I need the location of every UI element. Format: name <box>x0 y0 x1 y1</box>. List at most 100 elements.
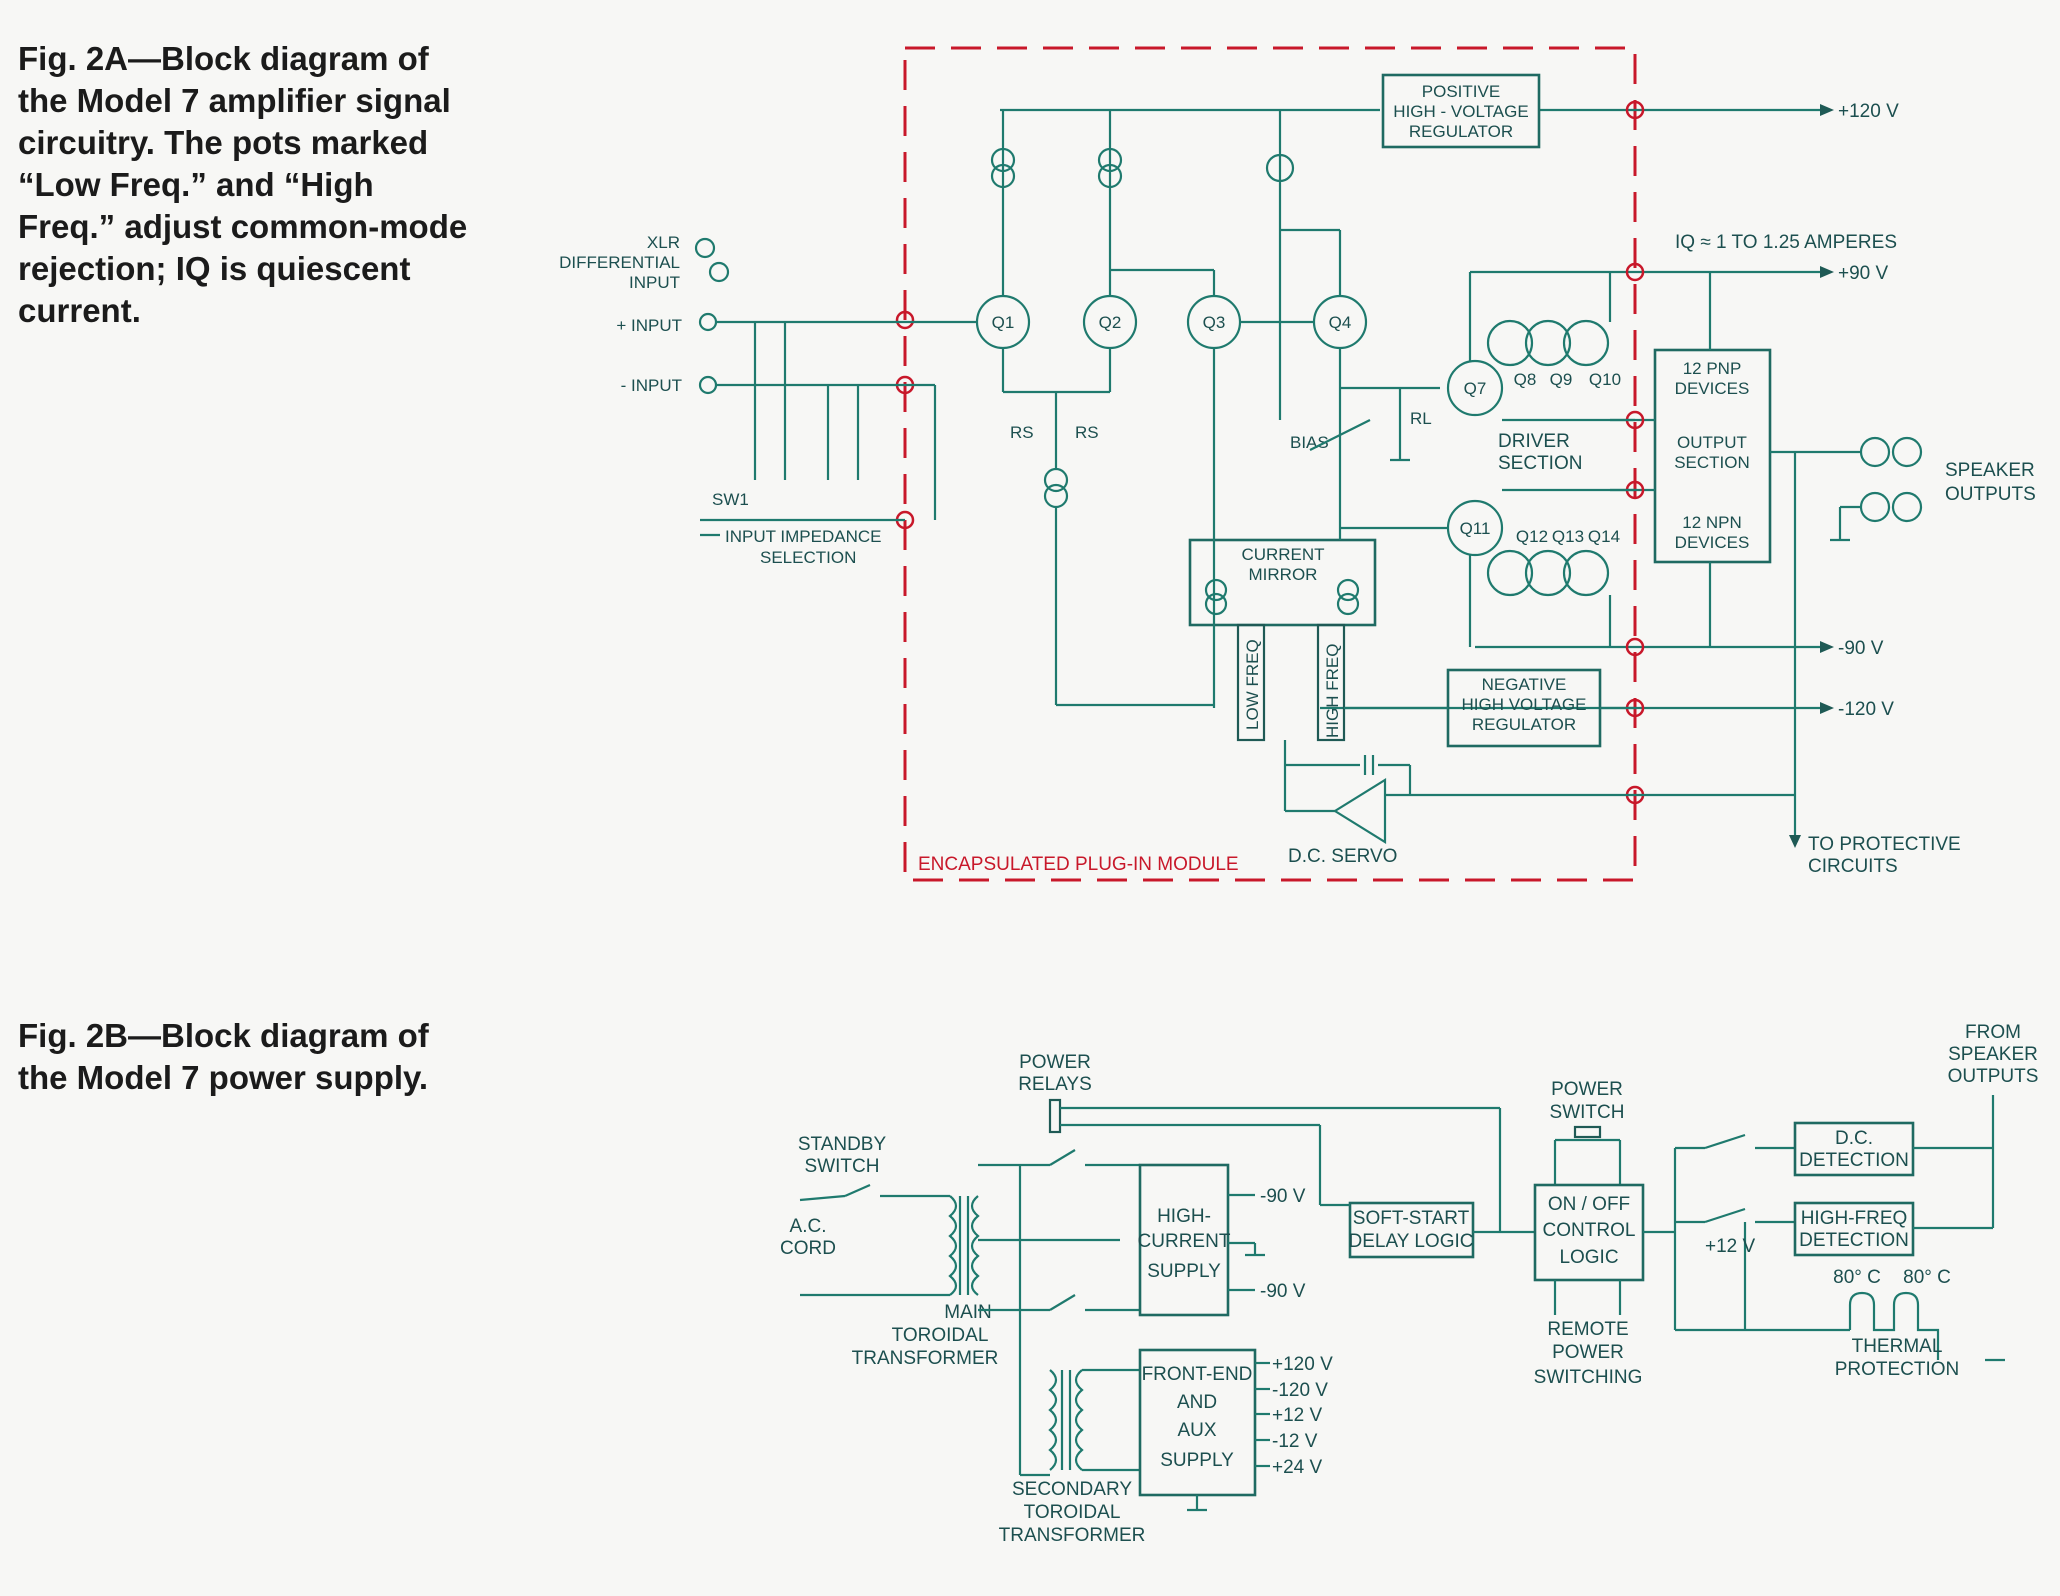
standby-switch-line1: STANDBY <box>798 1134 887 1155</box>
dc-detection-line1: D.C. <box>1835 1128 1873 1149</box>
hc-out-bottom: -90 V <box>1260 1281 1306 1302</box>
q3-label: Q3 <box>1203 313 1226 332</box>
soft-start-line1: SOFT-START <box>1353 1208 1470 1229</box>
soft-start-line2: DELAY LOGIC <box>1349 1231 1474 1252</box>
output-pnp-line1: 12 PNP <box>1683 359 1742 378</box>
input-impedance-line1: INPUT IMPEDANCE <box>725 527 882 546</box>
driver-section-line2: SECTION <box>1498 453 1582 474</box>
positive-regulator-box <box>1381 73 1541 149</box>
figure-2a-caption: Fig. 2A—Block diagram of the Model 7 amp… <box>18 40 468 329</box>
remote-line2: POWER <box>1552 1342 1624 1363</box>
bias-label: BIAS <box>1290 433 1329 452</box>
high-current-line1: HIGH- <box>1157 1206 1211 1227</box>
xlr-line1: XLR <box>647 233 680 252</box>
minus-input-label: - INPUT <box>621 376 682 395</box>
xlr-line3: INPUT <box>629 273 680 292</box>
sw1-label: SW1 <box>712 490 749 509</box>
negative-regulator-line1: NEGATIVE <box>1482 675 1567 694</box>
module-label: ENCAPSULATED PLUG-IN MODULE <box>918 854 1239 875</box>
main-transformer-line3: TRANSFORMER <box>852 1348 999 1369</box>
ac-cord-line2: CORD <box>780 1238 836 1259</box>
secondary-transformer-line2: TOROIDAL <box>1024 1502 1121 1523</box>
ac-cord-line1: A.C. <box>790 1216 827 1237</box>
dc-detection-line2: DETECTION <box>1799 1150 1909 1171</box>
figure-2a-diagram: ENCAPSULATED PLUG-IN MODULE +120 V +90 V… <box>559 46 2036 882</box>
figure-2b-diagram: POWER RELAYS STANDBY SWITCH A.C. CORD MA… <box>780 1022 2038 1546</box>
xlr-line2: DIFFERENTIAL <box>559 253 680 272</box>
high-current-supply-box <box>1138 1163 1230 1317</box>
q1-label: Q1 <box>992 313 1015 332</box>
hf-detection-line1: HIGH-FREQ <box>1801 1208 1908 1229</box>
main-transformer-line1: MAIN <box>944 1302 992 1323</box>
speaker-outputs-line2: OUTPUTS <box>1945 484 2036 505</box>
rl-label: RL <box>1410 409 1432 428</box>
thermal-line1: THERMAL <box>1852 1336 1943 1357</box>
current-mirror-line2: MIRROR <box>1249 565 1318 584</box>
positive-regulator-line1: POSITIVE <box>1422 82 1500 101</box>
plus12-label: +12 V <box>1705 1236 1756 1257</box>
output-section-line2: SECTION <box>1674 453 1750 472</box>
power-switch-line2: SWITCH <box>1550 1102 1625 1123</box>
output-section-line1: OUTPUT <box>1677 433 1747 452</box>
iq-note: IQ ≈ 1 TO 1.25 AMPERES <box>1675 232 1897 253</box>
power-relays-line1: POWER <box>1019 1052 1091 1073</box>
rail-minus120: -120 V <box>1838 699 1894 720</box>
q11-label: Q11 <box>1460 519 1491 538</box>
q8-label: Q8 <box>1514 370 1537 389</box>
q7-label: Q7 <box>1464 379 1487 398</box>
soft-start-box <box>1348 1201 1475 1259</box>
high-freq-label: HIGH FREQ <box>1323 644 1342 738</box>
front-end-line2: AND <box>1177 1392 1217 1413</box>
protective-line2: CIRCUITS <box>1808 856 1898 877</box>
high-current-line3: SUPPLY <box>1147 1261 1221 1282</box>
positive-regulator-line3: REGULATOR <box>1409 122 1513 141</box>
onoff-line3: LOGIC <box>1559 1247 1618 1268</box>
remote-line1: REMOTE <box>1547 1319 1628 1340</box>
speaker-outputs-line1: SPEAKER <box>1945 460 2035 481</box>
rail-minus90: -90 V <box>1838 638 1884 659</box>
current-mirror-box <box>1188 538 1377 627</box>
plus-input-label: + INPUT <box>616 316 682 335</box>
front-end-line3: AUX <box>1177 1420 1216 1441</box>
rs-label-1: RS <box>1010 423 1034 442</box>
q14-label: Q14 <box>1588 527 1620 546</box>
rs-label-2: RS <box>1075 423 1099 442</box>
negative-regulator-line2: HIGH VOLTAGE <box>1461 695 1586 714</box>
secondary-transformer-line3: TRANSFORMER <box>999 1525 1146 1546</box>
front-end-line1: FRONT-END <box>1142 1364 1253 1385</box>
negative-regulator-line3: REGULATOR <box>1472 715 1576 734</box>
output-pnp-line2: DEVICES <box>1675 379 1750 398</box>
front-end-line4: SUPPLY <box>1160 1450 1234 1471</box>
hf-detection-line2: DETECTION <box>1799 1230 1909 1251</box>
fe-out-5: +24 V <box>1272 1457 1323 1478</box>
remote-line3: SWITCHING <box>1534 1367 1643 1388</box>
from-speaker-line1: FROM <box>1965 1022 2021 1043</box>
temp-1: 80° C <box>1833 1267 1881 1288</box>
secondary-transformer-line1: SECONDARY <box>1012 1479 1132 1500</box>
thermal-line2: PROTECTION <box>1835 1359 1960 1380</box>
q2-label: Q2 <box>1099 313 1122 332</box>
high-current-line2: CURRENT <box>1138 1231 1231 1252</box>
onoff-line1: ON / OFF <box>1548 1194 1630 1215</box>
rail-plus90: +90 V <box>1838 263 1889 284</box>
power-relays-line2: RELAYS <box>1018 1074 1092 1095</box>
q10-label: Q10 <box>1589 370 1621 389</box>
low-freq-label: LOW FREQ <box>1243 639 1262 730</box>
standby-switch-line2: SWITCH <box>805 1156 880 1177</box>
output-npn-line1: 12 NPN <box>1682 513 1742 532</box>
q9-label: Q9 <box>1550 370 1573 389</box>
q4-label: Q4 <box>1329 313 1352 332</box>
q13-label: Q13 <box>1552 527 1584 546</box>
positive-regulator-line2: HIGH - VOLTAGE <box>1393 102 1528 121</box>
temp-2: 80° C <box>1903 1267 1951 1288</box>
main-transformer-line2: TOROIDAL <box>892 1325 989 1346</box>
fe-out-4: -12 V <box>1272 1431 1318 1452</box>
from-speaker-line2: SPEAKER <box>1948 1044 2038 1065</box>
output-section-box <box>1653 348 1772 564</box>
from-speaker-line3: OUTPUTS <box>1948 1066 2039 1087</box>
protective-line1: TO PROTECTIVE <box>1808 834 1961 855</box>
rail-plus120: +120 V <box>1838 101 1899 122</box>
driver-section-line1: DRIVER <box>1498 431 1570 452</box>
figure-2b-caption: Fig. 2B—Block diagram of the Model 7 pow… <box>18 1017 429 1096</box>
